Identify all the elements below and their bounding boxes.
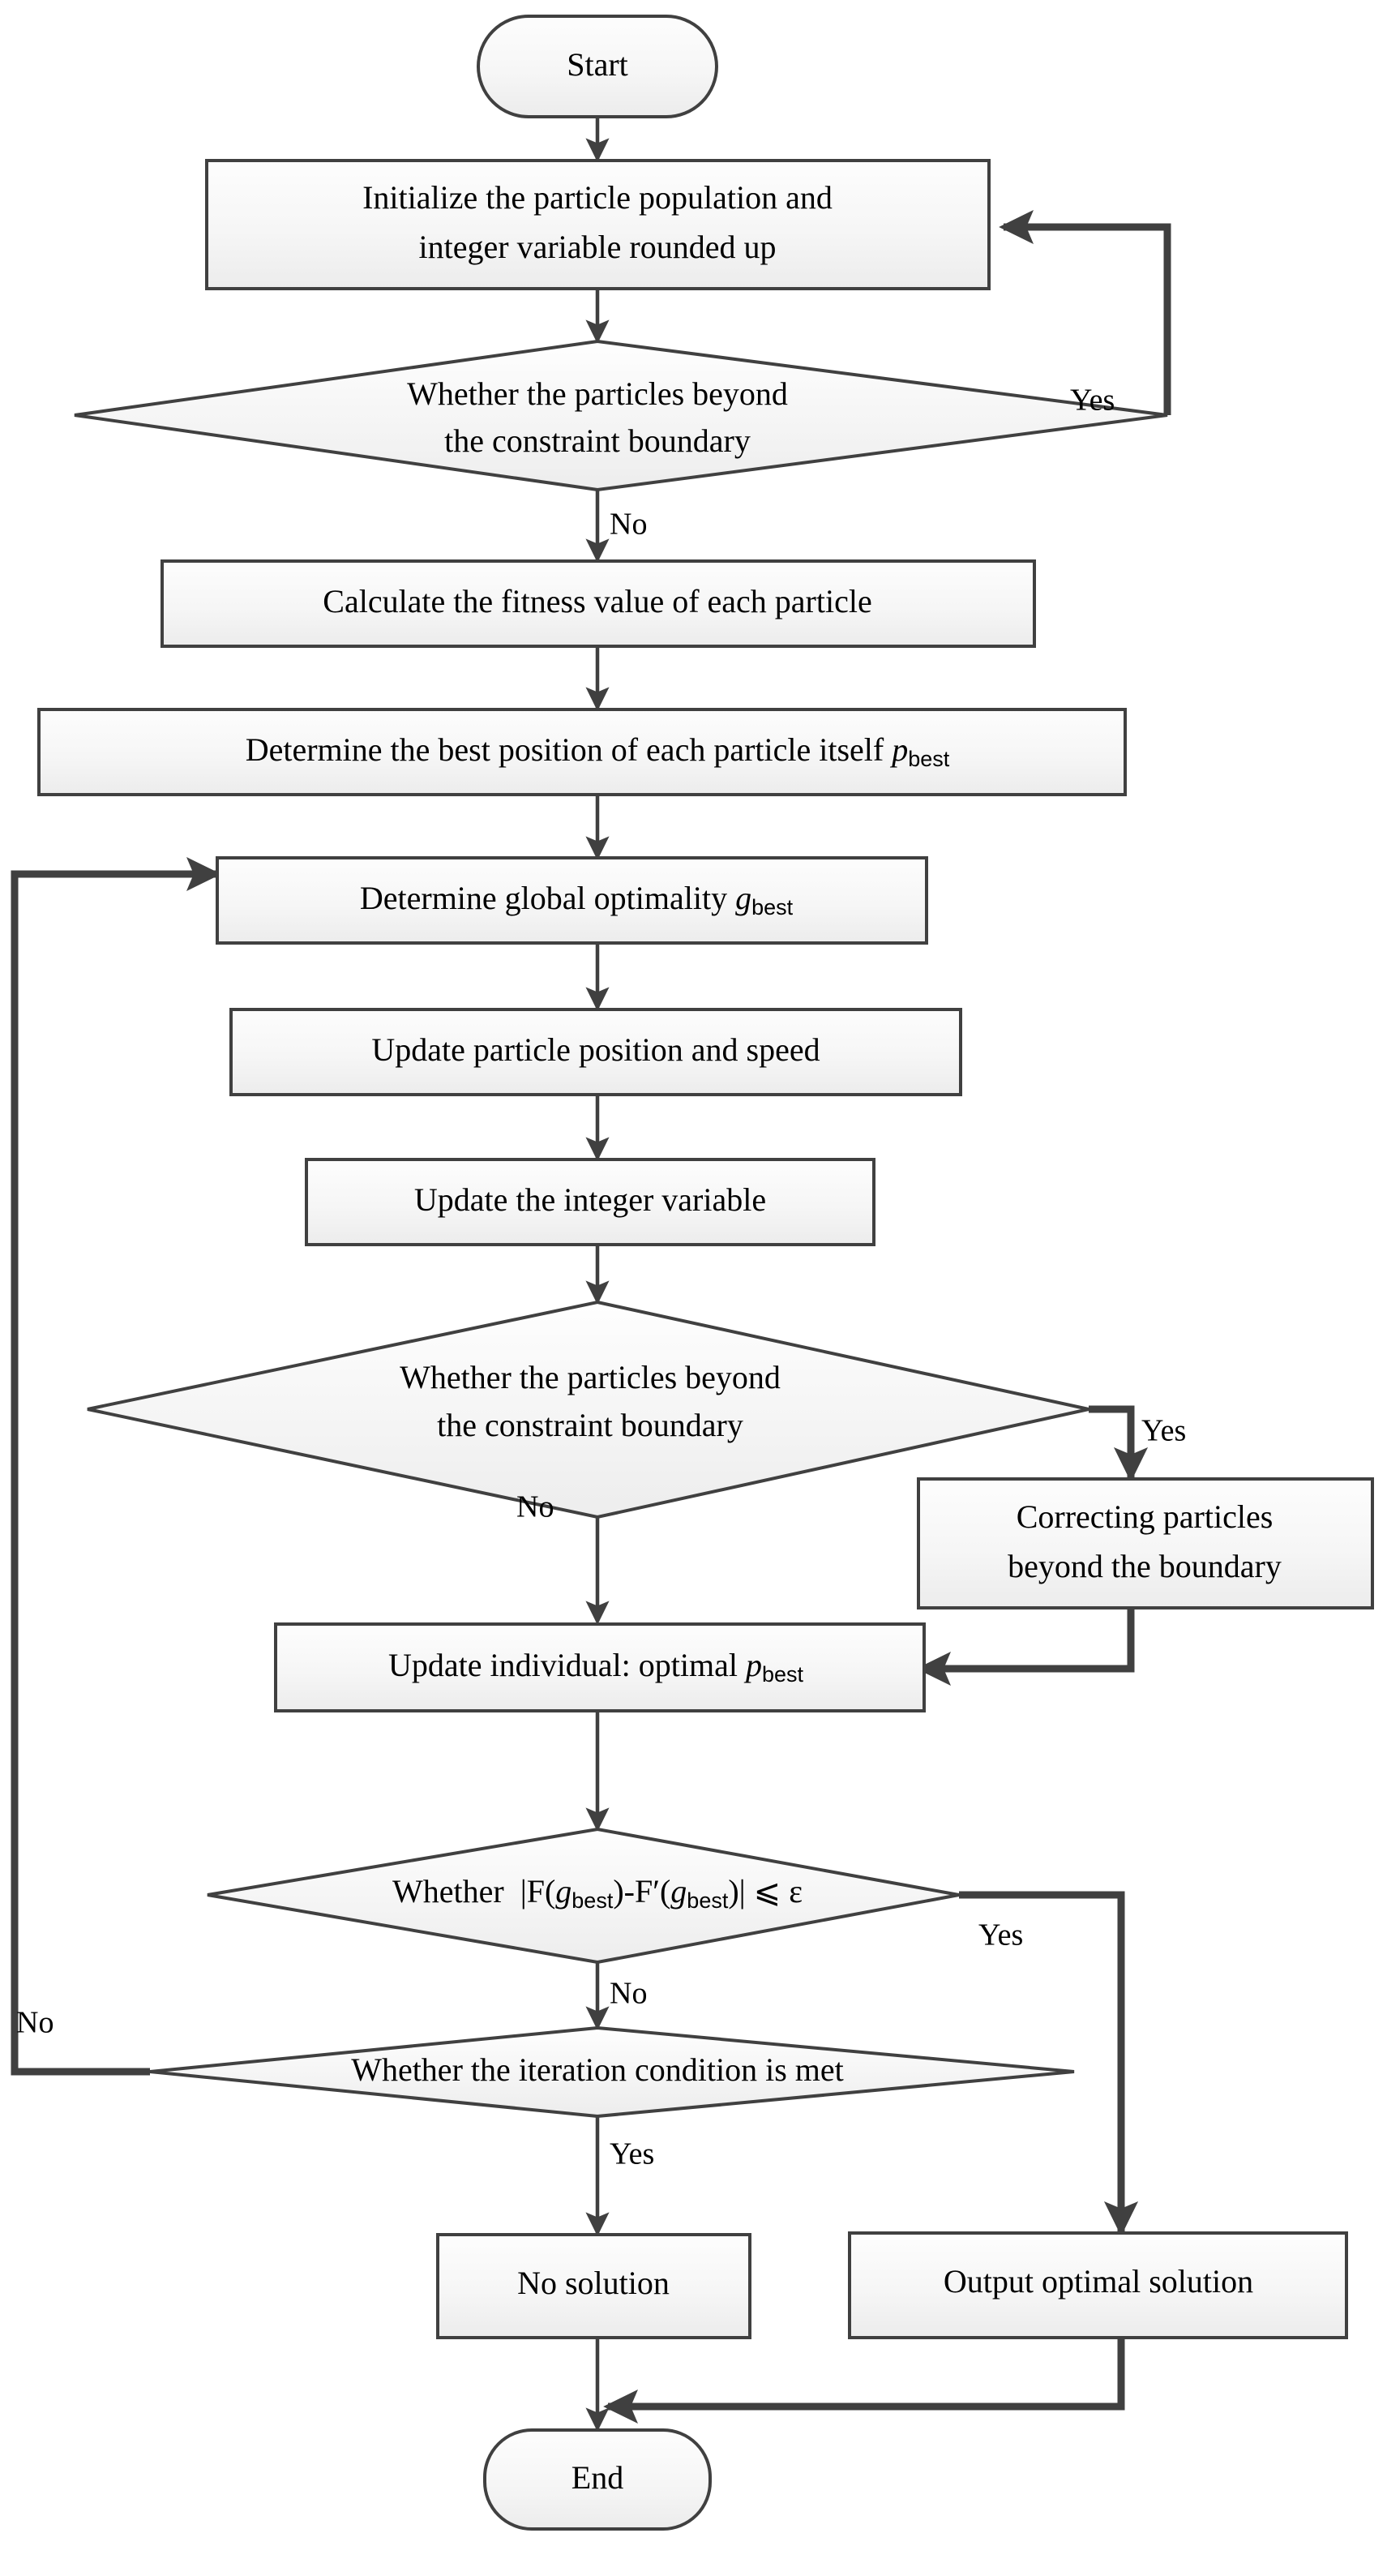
updind-subscript: best <box>762 1662 804 1687</box>
node-check-epsilon-label: Whether |F(gbest)-F′(gbest)| ⩽ ε <box>392 1873 803 1913</box>
node-initialize-line2: integer variable rounded up <box>419 229 777 265</box>
edge-boundary1-yes-loop <box>999 209 1171 415</box>
updind-prefix: Update individual: optimal <box>388 1647 746 1683</box>
edge-label-epsilon-yes: Yes <box>978 1918 1023 1952</box>
node-boundary1-line2: the constraint boundary <box>444 422 751 459</box>
node-no-solution[interactable]: No solution <box>436 2233 751 2339</box>
node-update-integer-label: Update the integer variable <box>414 1181 766 1218</box>
node-start-label: Start <box>567 46 628 83</box>
node-determine-pbest-label: Determine the best position of each part… <box>246 731 950 771</box>
epsilon-suffix: )| ⩽ ε <box>728 1873 803 1909</box>
node-update-position[interactable]: Update particle position and speed <box>229 1008 962 1096</box>
pbest-subscript: best <box>908 747 950 771</box>
node-check-boundary-2[interactable]: Whether the particles beyond the constra… <box>87 1300 1089 1519</box>
node-initialize[interactable]: Initialize the particle population and i… <box>205 159 991 290</box>
edge-correcting-to-updateind <box>916 1608 1135 1687</box>
edge-boundary2-yes-to-correcting <box>1089 1405 1149 1482</box>
node-boundary1-line1: Whether the particles beyond <box>407 375 788 412</box>
node-update-individual-label: Update individual: optimal pbest <box>388 1647 804 1687</box>
edge-iteration-no-loop-to-gbest <box>11 856 221 2076</box>
gbest-prefix: Determine global optimality <box>360 880 735 916</box>
node-check-boundary-1[interactable]: Whether the particles beyond the constra… <box>74 339 1168 492</box>
node-no-solution-label: No solution <box>517 2265 670 2301</box>
node-end-label: End <box>571 2459 623 2496</box>
node-boundary2-line2: the constraint boundary <box>437 1407 743 1443</box>
node-start[interactable]: Start <box>477 15 718 118</box>
node-determine-pbest[interactable]: Determine the best position of each part… <box>37 708 1127 796</box>
edge-label-boundary1-yes: Yes <box>1070 384 1115 418</box>
node-calc-fitness-label: Calculate the fitness value of each part… <box>323 583 871 619</box>
node-calc-fitness[interactable]: Calculate the fitness value of each part… <box>161 559 1036 648</box>
gbest-symbol: g <box>735 880 751 916</box>
pbest-symbol: p <box>889 731 908 768</box>
epsilon-mid: )-F′( <box>613 1873 670 1909</box>
edge-label-iteration-no: No <box>16 2006 54 2040</box>
epsilon-sub1: best <box>571 1888 614 1913</box>
edge-label-boundary1-no: No <box>610 508 647 542</box>
node-check-iteration-label: Whether the iteration condition is met <box>351 2051 844 2088</box>
epsilon-sub2: best <box>687 1888 729 1913</box>
epsilon-sym1: g <box>555 1873 571 1909</box>
node-boundary2-line1: Whether the particles beyond <box>400 1359 781 1395</box>
epsilon-prefix: Whether |F( <box>392 1873 555 1909</box>
epsilon-sym2: g <box>670 1873 687 1909</box>
edge-label-boundary2-no: No <box>516 1490 554 1524</box>
connectors <box>11 117 1171 2432</box>
updind-symbol: p <box>743 1647 762 1683</box>
node-correct-particles-line1: Correcting particles <box>1017 1498 1274 1535</box>
gbest-subscript: best <box>751 895 794 919</box>
node-correct-particles[interactable]: Correcting particles beyond the boundary <box>917 1477 1374 1609</box>
pbest-prefix: Determine the best position of each part… <box>246 731 893 768</box>
edge-label-iteration-yes: Yes <box>610 2137 654 2171</box>
edge-output-to-end-join <box>603 2338 1125 2424</box>
node-end[interactable]: End <box>483 2428 712 2531</box>
node-check-iteration[interactable]: Whether the iteration condition is met <box>149 2025 1075 2119</box>
node-output-solution[interactable]: Output optimal solution <box>848 2231 1348 2339</box>
node-correct-particles-line2: beyond the boundary <box>1008 1548 1282 1584</box>
node-update-integer[interactable]: Update the integer variable <box>305 1158 875 1246</box>
node-update-position-label: Update particle position and speed <box>371 1031 820 1068</box>
edge-label-boundary2-yes: Yes <box>1141 1414 1186 1448</box>
node-determine-gbest-label: Determine global optimality gbest <box>360 880 794 919</box>
node-initialize-line1: Initialize the particle population and <box>362 179 833 216</box>
edge-label-epsilon-no: No <box>610 1977 647 2011</box>
node-determine-gbest[interactable]: Determine global optimality gbest <box>216 856 928 945</box>
node-output-solution-label: Output optimal solution <box>944 2263 1253 2300</box>
edge-epsilon-yes-to-output <box>959 1891 1139 2236</box>
node-check-epsilon[interactable]: Whether |F(gbest)-F′(gbest)| ⩽ ε <box>207 1827 960 1965</box>
node-update-individual[interactable]: Update individual: optimal pbest <box>274 1622 926 1712</box>
